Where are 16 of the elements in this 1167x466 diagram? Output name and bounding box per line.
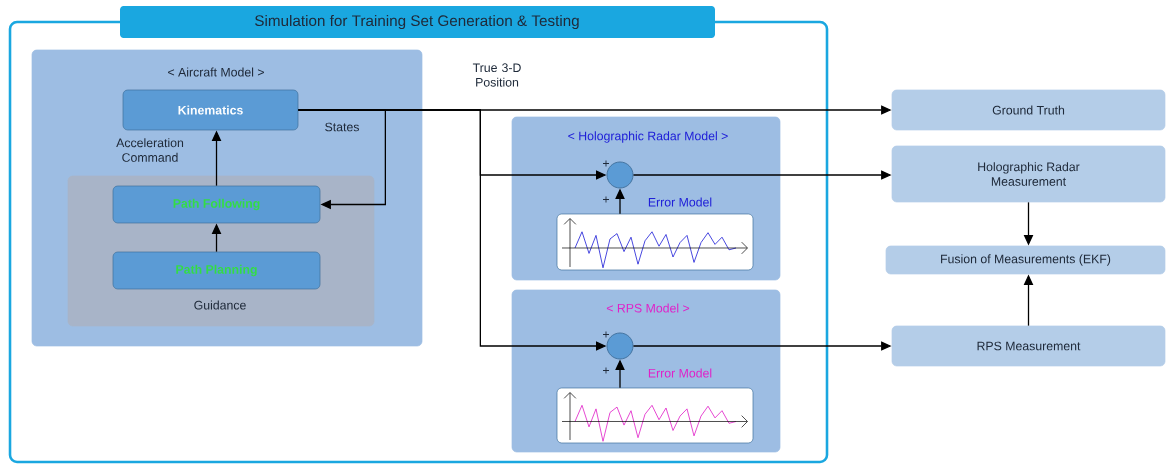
- output-box: Holographic Radar Measurement: [891, 145, 1166, 203]
- edge-label: True 3-D Position: [472, 63, 521, 87]
- edge-label: +: [603, 196, 609, 203]
- output-box: Fusion of Measurements (EKF): [885, 245, 1166, 275]
- node-label: Error Model: [648, 197, 712, 207]
- edge-label: Acceleration Command: [116, 138, 184, 162]
- process-box: Kinematics: [122, 89, 299, 131]
- output-box: Ground Truth: [891, 89, 1166, 131]
- node-label: Error Model: [648, 368, 712, 378]
- edge-label: +: [603, 331, 609, 338]
- edge-label: +: [603, 160, 609, 167]
- output-box: RPS Measurement: [891, 325, 1166, 367]
- edge-label: States: [325, 122, 359, 132]
- process-box: Path Planning: [112, 251, 321, 290]
- process-box: Path Following: [112, 185, 321, 224]
- edge-label: +: [603, 367, 609, 374]
